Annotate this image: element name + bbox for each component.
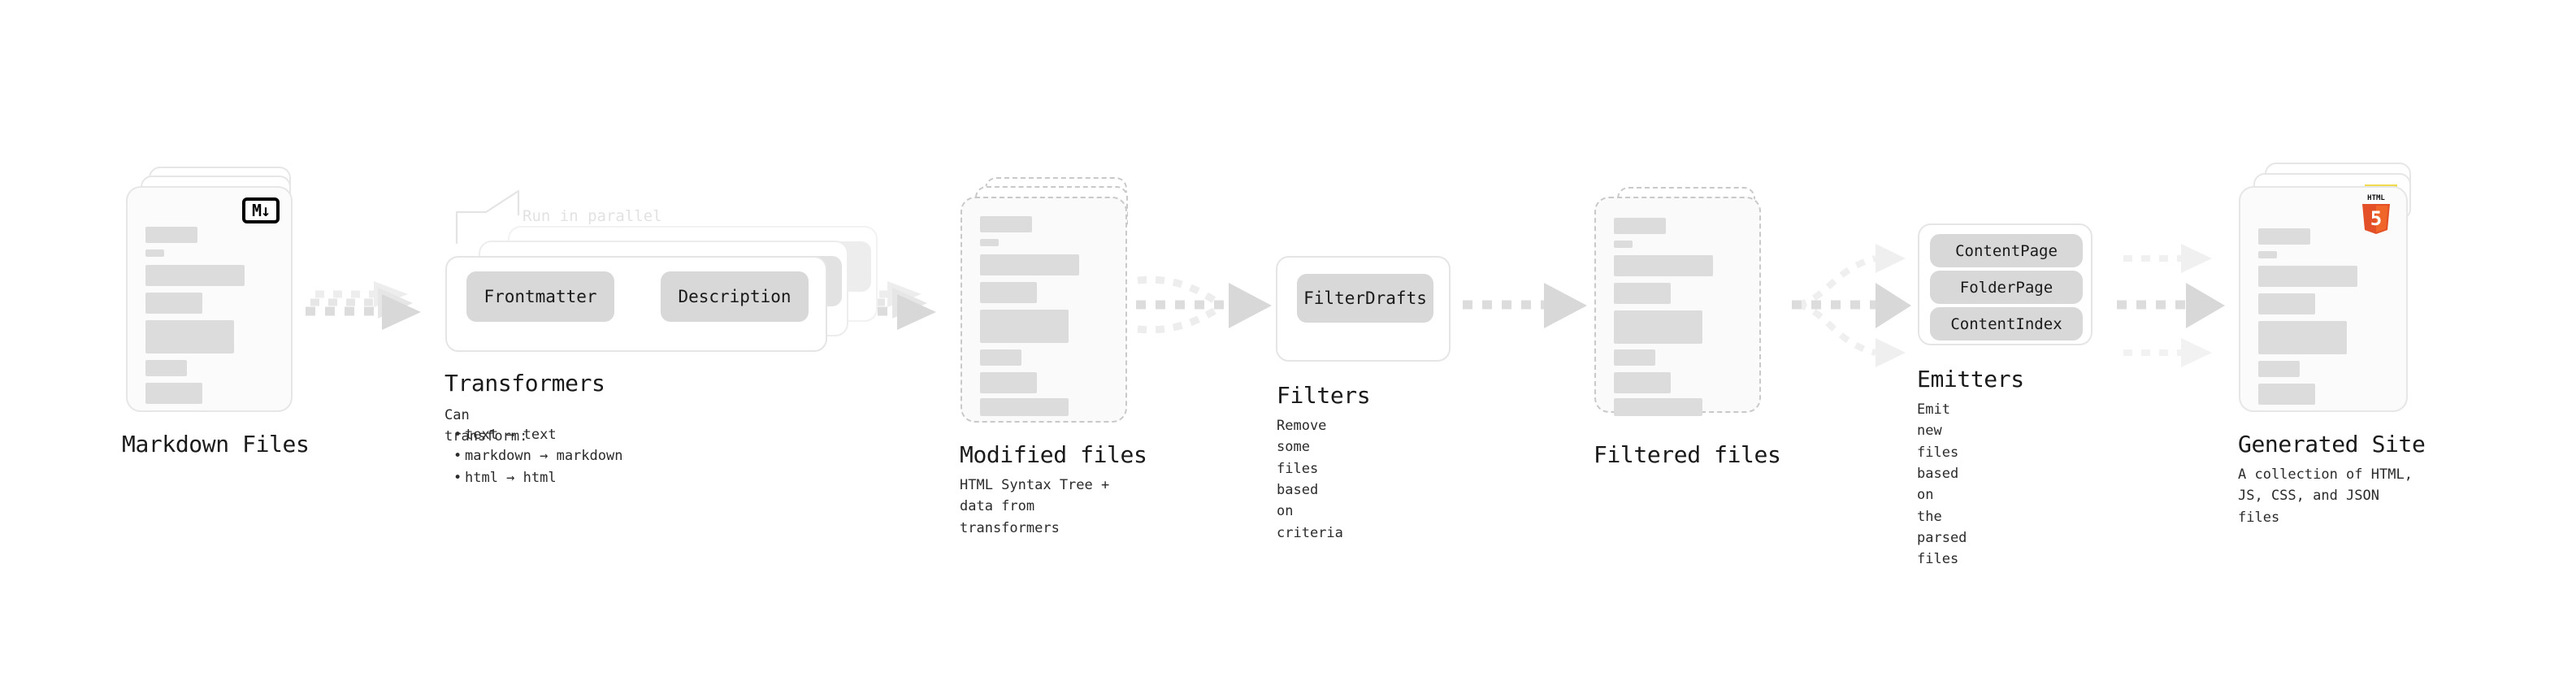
- stage-desc-generated-site: A collection of HTML, JS, CSS, and JSON …: [2238, 466, 2413, 526]
- emitter-pill-folderpage-label: FolderPage: [1959, 278, 2053, 297]
- skeleton-bar: [145, 265, 245, 286]
- modified-file-card: [961, 197, 1127, 423]
- skeleton-bar: [980, 349, 1021, 366]
- stage-filtered-files: Filtered files: [1594, 187, 1781, 468]
- skeleton-bar: [980, 398, 1069, 416]
- skeleton-bar: [145, 383, 202, 404]
- html5-icon-version: 5: [2370, 207, 2382, 230]
- skeleton-bar: [2258, 293, 2315, 314]
- connector-md-to-transformers: [306, 281, 421, 330]
- stage-title-transformers: Transformers: [445, 370, 605, 397]
- skeleton-bar: [980, 254, 1079, 275]
- filter-pill-filterdrafts[interactable]: FilterDrafts: [1297, 274, 1433, 323]
- skeleton-bar: [2258, 266, 2357, 287]
- skeleton-bar: [980, 372, 1037, 393]
- emitter-pill-contentpage[interactable]: ContentPage: [1930, 234, 2083, 267]
- skeleton-bar: [980, 310, 1069, 343]
- markdown-file-stack: M↓: [126, 167, 301, 412]
- stage-title-markdown-files: Markdown Files: [122, 431, 310, 458]
- skeleton-bar: [145, 249, 164, 257]
- skeleton-bar: [2258, 361, 2300, 377]
- markdown-icon: M↓: [242, 197, 280, 223]
- connector-modified-to-filters: [1136, 275, 1272, 334]
- connector-filters-to-filtered: [1463, 283, 1587, 328]
- transformer-capability-list: text → text markdown → markdown html → h…: [452, 424, 622, 488]
- transformer-pill-description-label: Description: [678, 287, 791, 306]
- html5-icon: HTML 5: [2357, 193, 2395, 236]
- filters-box: FilterDrafts: [1276, 256, 1451, 362]
- stage-title-filtered-files: Filtered files: [1594, 441, 1781, 468]
- stage-title-emitters: Emitters: [1917, 366, 2024, 393]
- skeleton-bar: [2258, 251, 2277, 258]
- skeleton-bar: [980, 282, 1037, 303]
- transformer-pill-description[interactable]: Description: [661, 271, 809, 322]
- stage-title-filters: Filters: [1277, 382, 1371, 409]
- skeleton-bar: [980, 216, 1032, 232]
- filter-pill-filterdrafts-label: FilterDrafts: [1303, 288, 1427, 308]
- markdown-file-card: M↓: [126, 186, 293, 412]
- skeleton-bar: [145, 360, 187, 376]
- list-item: html → html: [452, 467, 622, 489]
- stage-desc-filters: Remove some files based on criteria: [1277, 418, 1343, 541]
- filtered-file-stack: [1594, 187, 1769, 431]
- generated-site-stack: CSS HTML 5: [2239, 163, 2426, 412]
- html5-icon-svg: HTML 5: [2362, 194, 2390, 234]
- skeleton-bar: [1614, 283, 1671, 304]
- list-item: markdown → markdown: [452, 445, 622, 467]
- stage-title-generated-site: Generated Site: [2238, 431, 2426, 458]
- run-in-parallel-bracket: [455, 189, 520, 244]
- skeleton-bar: [1614, 372, 1671, 393]
- run-in-parallel-label: Run in parallel: [523, 207, 662, 225]
- stage-desc-modified-files: HTML Syntax Tree + data from transformer…: [960, 477, 1110, 536]
- skeleton-bar: [1614, 349, 1655, 366]
- skeleton-bar: [1614, 241, 1633, 248]
- skeleton-bar: [2258, 228, 2310, 245]
- stage-generated-site: CSS HTML 5: [2238, 163, 2426, 526]
- stage-modified-files: Modified files HTML Syntax Tree + data f…: [960, 177, 1147, 536]
- emitter-pill-contentpage-label: ContentPage: [1955, 241, 2058, 260]
- emitter-pill-contentindex[interactable]: ContentIndex: [1930, 307, 2083, 340]
- skeleton-bar: [1614, 255, 1713, 276]
- generated-site-card: HTML 5: [2239, 186, 2408, 412]
- skeleton-bar: [145, 320, 234, 354]
- emitter-pill-folderpage[interactable]: FolderPage: [1930, 271, 2083, 304]
- svg-text:HTML: HTML: [2367, 194, 2385, 202]
- transformer-pill-frontmatter-label: Frontmatter: [484, 287, 597, 306]
- skeleton-bar: [1614, 218, 1666, 234]
- stage-desc-emitters: Emit new files based on the parsed files: [1917, 401, 1967, 568]
- list-item: text → text: [452, 424, 622, 446]
- connector-filtered-to-emitters: [1792, 244, 1911, 367]
- emitters-box: ContentPage FolderPage ContentIndex: [1918, 223, 2092, 345]
- markdown-icon-label: M↓: [251, 201, 271, 220]
- skeleton-bar: [1614, 310, 1702, 344]
- stage-title-modified-files: Modified files: [960, 441, 1147, 468]
- filtered-file-card: [1594, 197, 1761, 416]
- stage-markdown-files: M↓ Markdown Files: [122, 167, 310, 458]
- connector-emitters-to-site: [2117, 244, 2225, 367]
- emitter-pill-contentindex-label: ContentIndex: [1950, 314, 2062, 333]
- modified-file-stack: [961, 177, 1135, 423]
- transformer-layer-front: Frontmatter Description: [445, 256, 827, 352]
- skeleton-bar: [2258, 384, 2315, 405]
- skeleton-bar: [1614, 398, 1702, 416]
- transformer-pill-frontmatter[interactable]: Frontmatter: [466, 271, 614, 322]
- skeleton-bar: [2258, 321, 2347, 354]
- skeleton-bar: [145, 293, 202, 314]
- skeleton-bar: [980, 239, 999, 246]
- skeleton-bar: [145, 227, 197, 243]
